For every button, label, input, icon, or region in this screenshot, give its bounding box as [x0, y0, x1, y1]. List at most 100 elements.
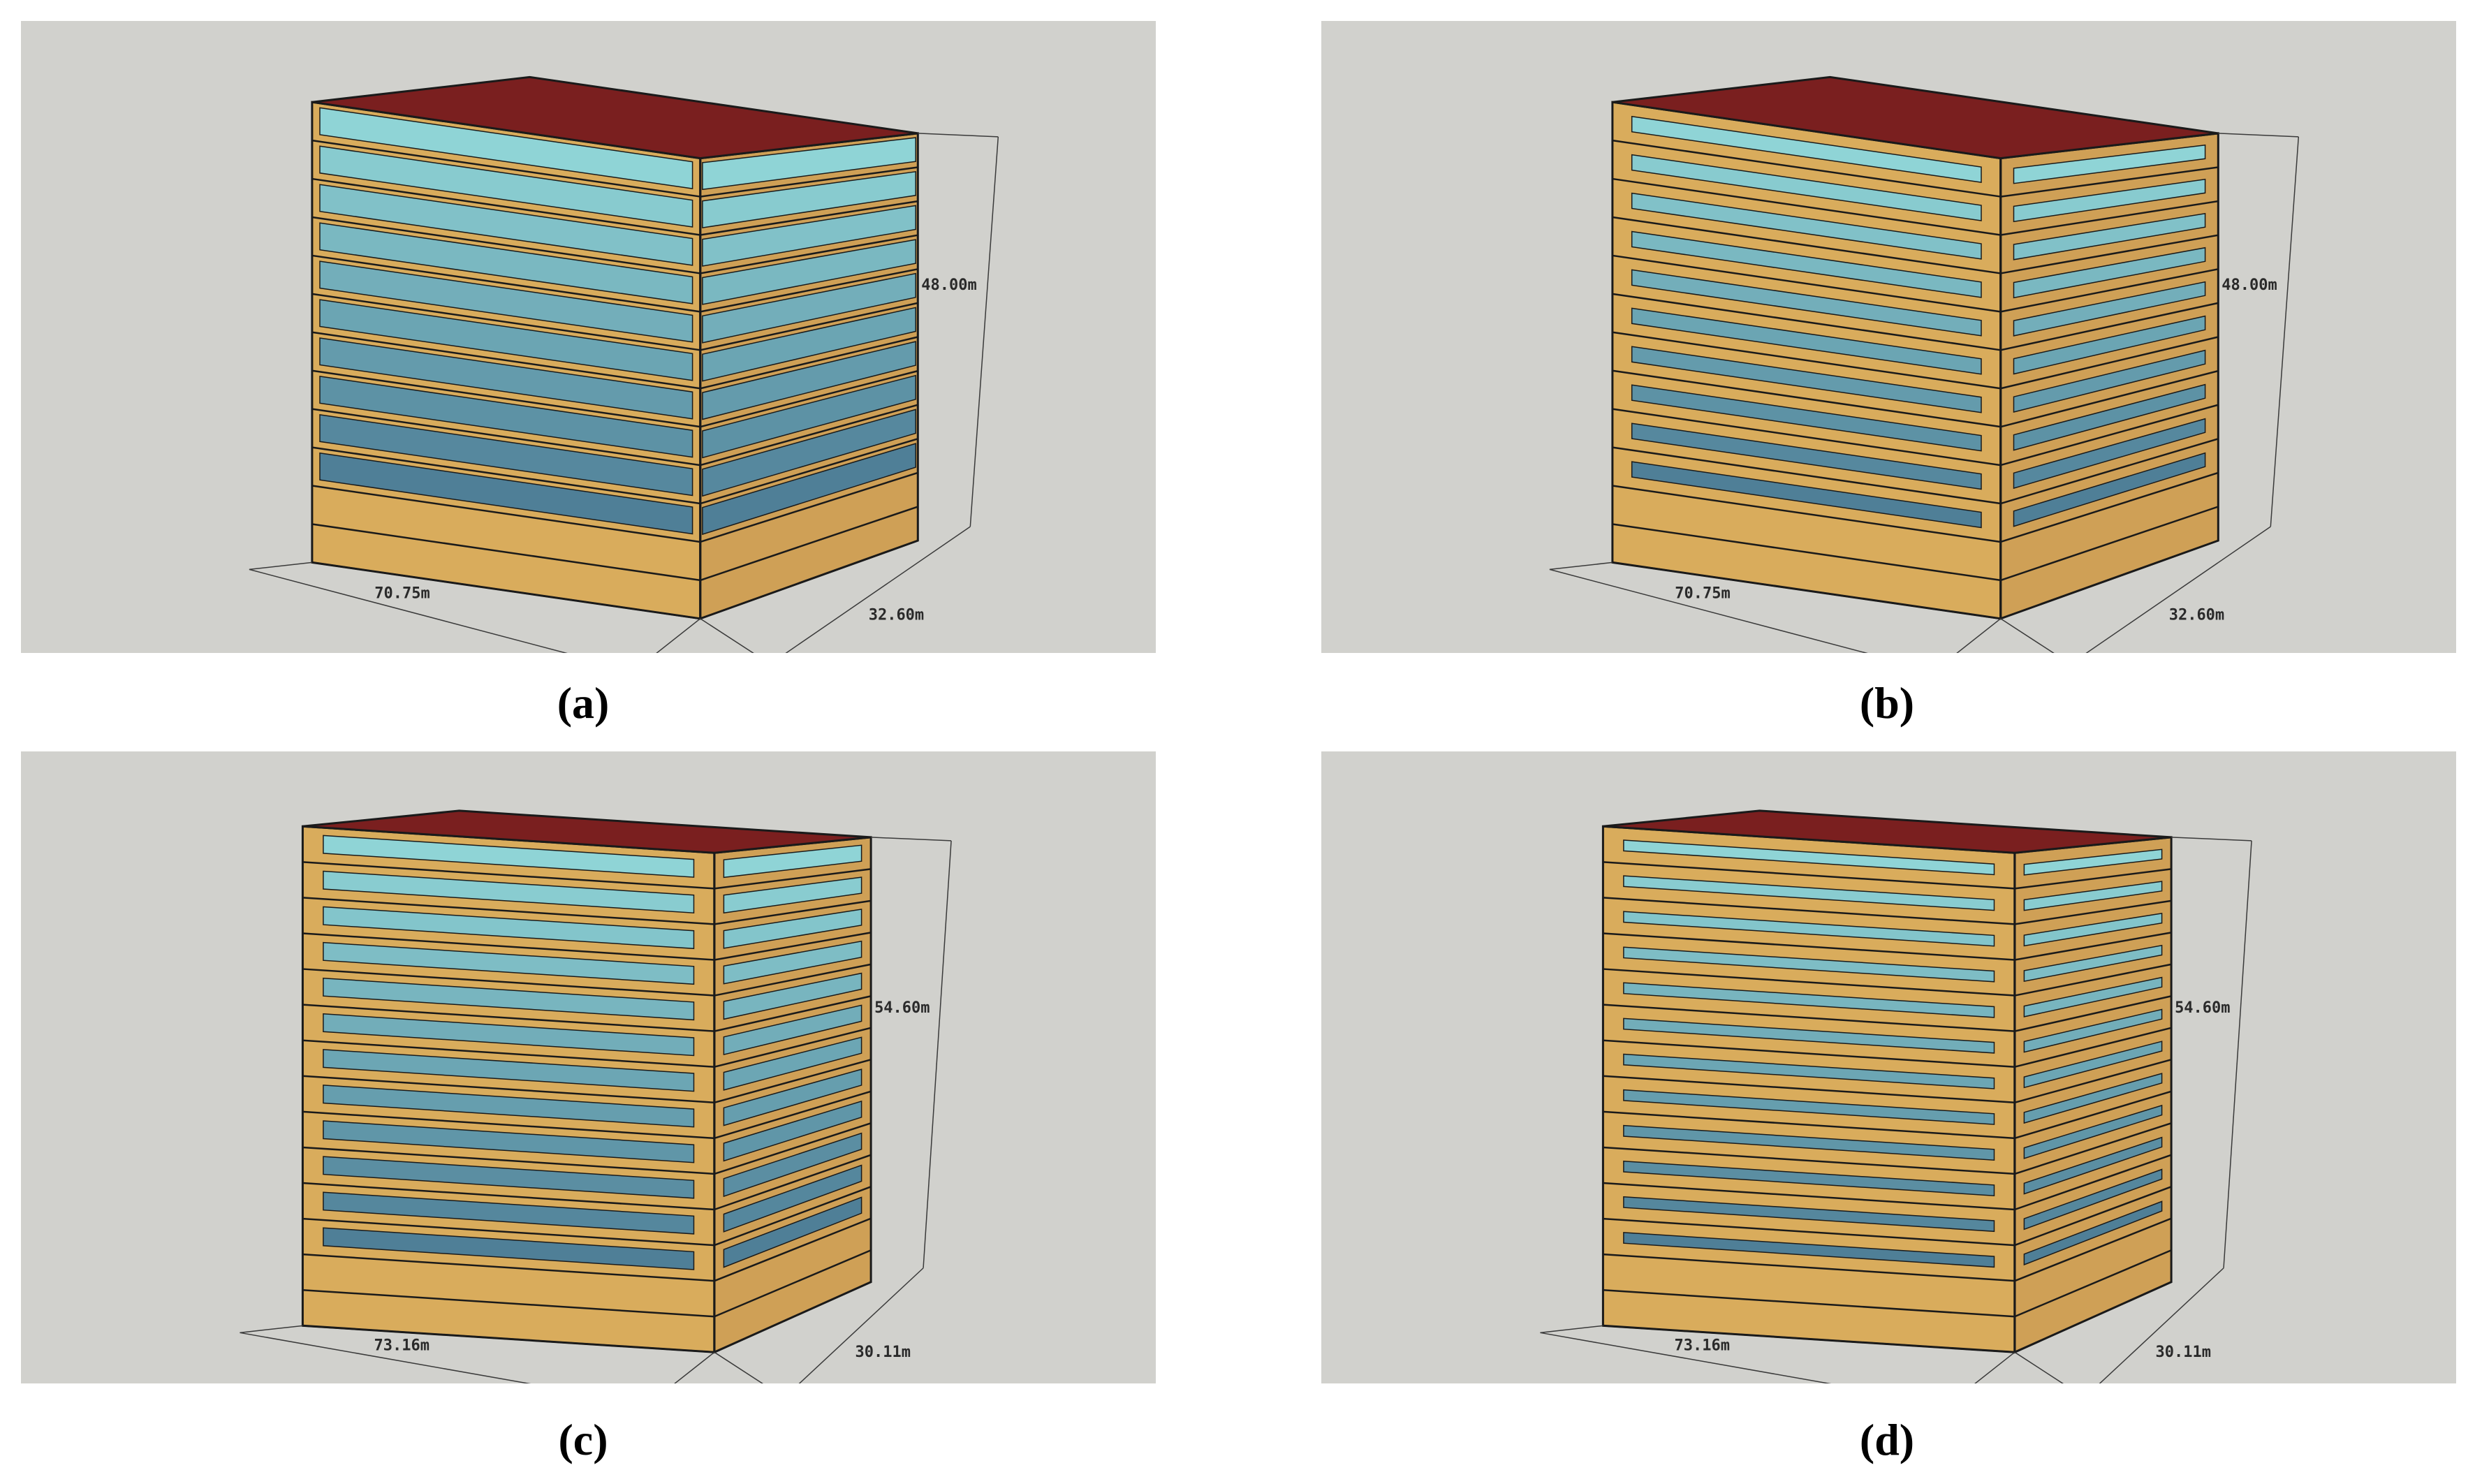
floor-line-front [302, 1039, 715, 1068]
floor-line-side [700, 336, 918, 390]
roof [1612, 75, 2219, 160]
window-strip-side [702, 409, 916, 497]
floor-line-side [2000, 404, 2219, 466]
window-strip-side [2023, 1041, 2163, 1089]
window-strip-side [2023, 913, 2163, 947]
window-strip-side [702, 239, 916, 305]
window-strip-side [723, 1132, 862, 1198]
depth-dimension-line [2085, 526, 2271, 653]
floor-line-side [700, 200, 918, 236]
floor-line-side [2014, 1249, 2172, 1318]
length-extension-right [1974, 1351, 2015, 1383]
window-strip-front [1631, 346, 1982, 413]
floor-line-side [714, 1122, 872, 1175]
window-strip-front [319, 452, 693, 535]
panel-a: 70.75m 32.60m 48.00m [21, 21, 1156, 653]
caption-d: (d) [1859, 1415, 1915, 1464]
floor-line-front [302, 1288, 715, 1318]
window-strip-front [323, 1085, 695, 1128]
window-strip-front [319, 376, 693, 458]
floor-line-side [714, 1027, 872, 1068]
floor-line-front [311, 216, 700, 274]
floor-line-side [2014, 963, 2172, 997]
floor-line-side [2014, 1090, 2172, 1140]
length-label-b: 70.75m [1675, 585, 1730, 603]
floor-line-side [700, 234, 918, 274]
length-extension-left [1549, 561, 1613, 571]
depth-dimension-line [785, 526, 971, 653]
window-strip-side [2023, 944, 2163, 983]
floor-line-side [714, 995, 872, 1032]
window-strip-front [1623, 1018, 1995, 1054]
floor-line-front [302, 897, 715, 925]
floor-line-front [1603, 1217, 2015, 1247]
height-label-b: 48.00m [2221, 277, 2277, 294]
window-strip-side [2023, 1104, 2163, 1159]
window-strip-front [319, 145, 693, 228]
floor-line-front [1603, 932, 2015, 961]
window-strip-side [723, 1196, 862, 1268]
length-extension-left [249, 561, 312, 571]
length-extension-right [656, 618, 701, 653]
window-strip-front [323, 835, 695, 878]
window-strip-front [1623, 1232, 1995, 1268]
window-strip-front [1631, 307, 1982, 375]
floor-line-front [1603, 1110, 2015, 1140]
window-strip-front [1623, 982, 1995, 1018]
window-strip-front [323, 941, 695, 985]
floor-line-side [2014, 1186, 2172, 1247]
window-strip-side [2023, 881, 2163, 911]
dimension-lines-c [240, 837, 952, 1383]
floor-line-side [714, 868, 872, 890]
floor-line-front [1612, 485, 2001, 543]
length-label-d: 73.16m [1675, 1337, 1730, 1354]
floor-line-side [700, 506, 918, 582]
floor-line-front [311, 254, 700, 313]
window-strip-front [1623, 1053, 1995, 1089]
floor-line-front [302, 1146, 715, 1175]
height-extension [871, 837, 952, 842]
window-strip-front [323, 1013, 695, 1057]
window-strip-side [702, 170, 916, 228]
floor-line-front [302, 861, 715, 890]
window-strip-side [723, 972, 862, 1020]
window-strip-side [2013, 212, 2206, 260]
floor-line-side [700, 404, 918, 466]
window-strip-side [702, 341, 916, 420]
window-strip-side [2013, 349, 2206, 413]
length-label-c: 73.16m [374, 1337, 429, 1354]
window-strip-side [2013, 281, 2206, 337]
floor-line-front [311, 369, 700, 428]
window-strip-front [1631, 269, 1982, 337]
window-strip-side [2013, 418, 2206, 490]
window-strip-front [319, 107, 693, 189]
length-extension-right [1956, 618, 2002, 653]
building-model-a: 70.75m 32.60m 48.00m [249, 75, 999, 653]
length-dimension-line [240, 1332, 531, 1383]
window-strip-front [1623, 1124, 1995, 1161]
floor-line-side [2000, 539, 2219, 620]
floor-line-side [714, 899, 872, 925]
window-strip-front [323, 1156, 695, 1199]
window-strip-side [2023, 1073, 2163, 1124]
depth-extension [714, 1351, 764, 1383]
floor-line-side [2014, 1217, 2172, 1282]
floor-line-side [700, 471, 918, 543]
floor-line-side [714, 1059, 872, 1103]
window-strip-front [1631, 230, 1982, 298]
floor-line-front [1612, 216, 2001, 274]
height-extension [918, 133, 999, 138]
building-b [1611, 75, 2219, 620]
depth-extension [2014, 1351, 2064, 1383]
window-strip-side [2023, 1008, 2163, 1053]
height-dimension-line [969, 136, 999, 527]
floor-line-side [714, 1249, 872, 1318]
window-strip-side [2023, 1168, 2163, 1230]
floor-line-front [302, 932, 715, 961]
window-strip-side [2013, 383, 2206, 451]
height-dimension-line [923, 840, 952, 1268]
window-strip-front [1631, 154, 1982, 221]
floor-line-front [302, 968, 715, 997]
floor-line-front [1603, 861, 2015, 890]
height-label-c: 54.60m [874, 999, 930, 1017]
